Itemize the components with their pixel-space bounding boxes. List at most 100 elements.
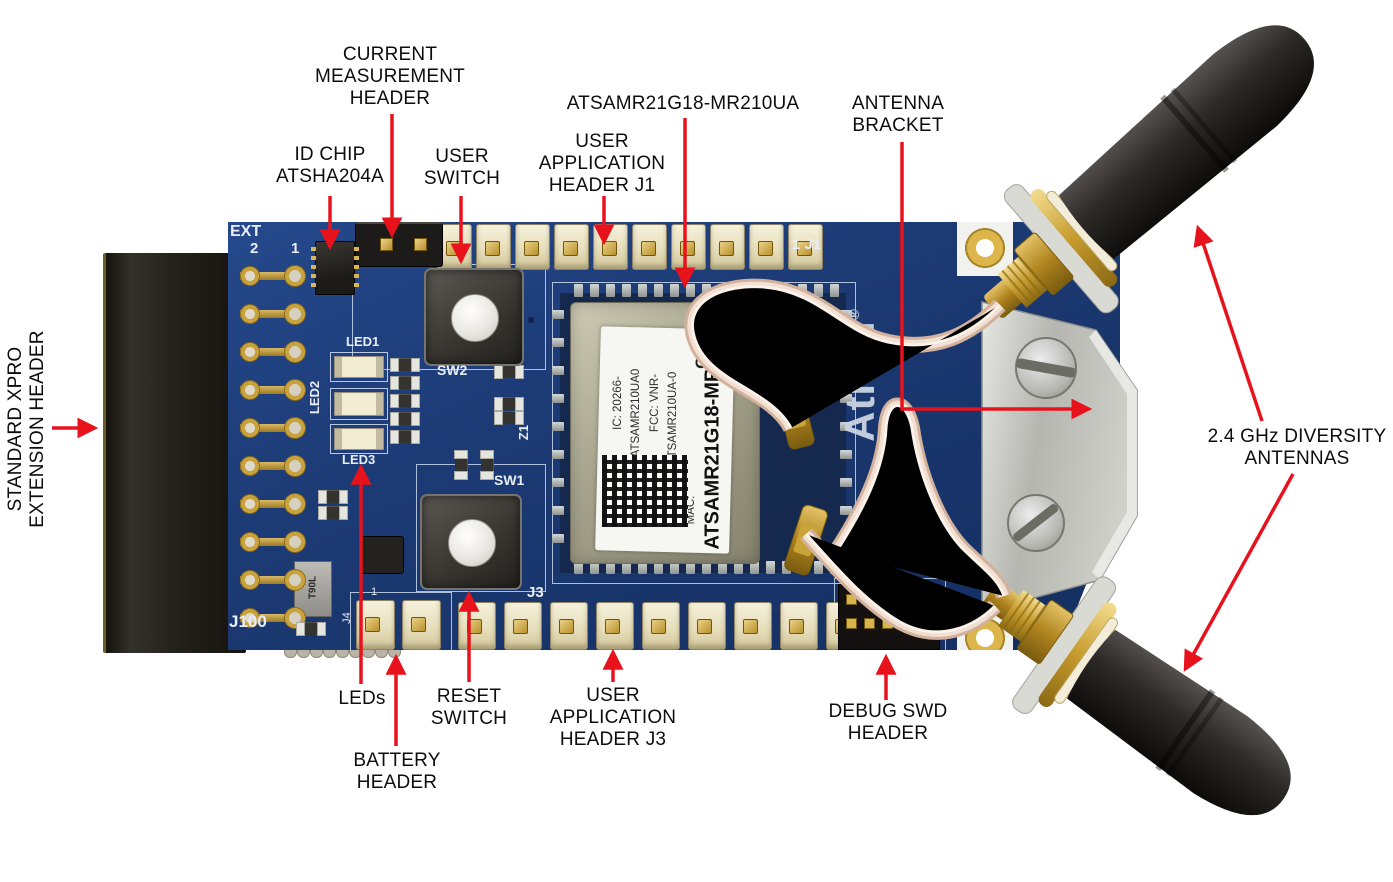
silkscreen-j1: 1 J1	[792, 236, 822, 253]
xpro-pad	[284, 569, 306, 591]
smd-component	[390, 412, 420, 426]
xpro-pad	[284, 493, 306, 515]
header-pin	[788, 224, 823, 270]
module-pad	[840, 506, 852, 515]
solder-bump	[284, 648, 297, 658]
led1	[330, 352, 388, 382]
antenna-bracket-plate	[981, 301, 1138, 613]
xpro-pad	[284, 455, 306, 477]
smd-component	[318, 490, 348, 504]
module-outline	[552, 282, 856, 584]
module-pad	[814, 561, 823, 574]
smd-component	[494, 411, 524, 425]
smd-component	[318, 506, 348, 520]
smd-body	[305, 622, 317, 635]
module-pad	[622, 561, 631, 574]
xpro-pad	[240, 380, 260, 400]
header-pin-contact	[651, 619, 666, 634]
smd-pad	[494, 397, 503, 411]
header-pin	[780, 602, 818, 650]
silkscreen-j100: J100	[229, 612, 267, 631]
header-pin	[710, 224, 745, 270]
xpro-pad	[240, 494, 260, 514]
module-pad	[590, 561, 599, 574]
callout-antenna-bracket: ANTENNA BRACKET	[851, 93, 945, 136]
header-pin-contact	[559, 619, 574, 634]
xpro-pad	[240, 456, 260, 476]
header-pin-contact	[513, 619, 528, 634]
xpro-pad	[240, 418, 260, 438]
silkscreen-j4-pin1: 1	[371, 586, 378, 598]
header-pin-contact	[789, 619, 804, 634]
xpro-pad	[240, 304, 260, 324]
silkscreen-sw2: SW2	[437, 362, 468, 378]
datamatrix-barcode	[602, 455, 688, 527]
antenna-top	[1058, 25, 1314, 259]
callout-id-chip: ID CHIP ATSHA204A	[275, 144, 385, 187]
via	[528, 317, 534, 323]
jumper-pin	[380, 238, 393, 251]
swd-pad	[864, 618, 875, 629]
xpro-pad	[284, 417, 306, 439]
smd-component	[390, 430, 420, 444]
module-pad	[670, 284, 679, 297]
smd-component	[494, 365, 524, 379]
solder-bump	[297, 648, 310, 658]
smd-pad	[390, 376, 399, 390]
header-pin	[550, 602, 588, 650]
header-pin	[554, 224, 589, 270]
xpro-pad	[284, 303, 306, 325]
callout-current-measurement-header: CURRENT MEASUREMENT HEADER	[315, 44, 465, 109]
xpro-trace	[240, 614, 302, 622]
led3	[330, 424, 388, 454]
smd-pad	[390, 394, 399, 408]
module-pad	[734, 561, 743, 574]
xpro-trace	[240, 272, 302, 280]
solder-bump	[323, 648, 336, 658]
smd-body	[327, 490, 339, 503]
xpro-trace	[240, 348, 302, 356]
smd-component	[494, 397, 524, 411]
module-pad	[686, 561, 695, 574]
module-pad	[840, 478, 852, 487]
callout-part-number: ATSAMR21G18-MR210UA	[566, 93, 800, 114]
module-pad	[622, 284, 631, 297]
xpro-trace	[240, 462, 302, 470]
battery-header	[356, 600, 441, 650]
module-pad	[590, 284, 599, 297]
solder-bump	[310, 648, 323, 658]
smd-pad	[411, 412, 420, 426]
callout-leds: LEDs	[338, 688, 386, 709]
module-pad	[840, 394, 852, 403]
xpro-extension-connector	[103, 253, 246, 653]
module-pad	[830, 284, 839, 297]
header-pin-contact	[563, 241, 578, 256]
user-application-header-j1	[437, 224, 823, 270]
led2	[330, 388, 388, 420]
battery-pin	[402, 600, 441, 650]
callout-diversity-antennas: 2.4 GHz DIVERSITY ANTENNAS	[1207, 426, 1387, 469]
smd-body	[327, 506, 339, 519]
xpro-pad	[284, 531, 306, 553]
smd-pad	[339, 506, 348, 520]
smd-pad	[317, 622, 326, 636]
header-pin-contact	[743, 619, 758, 634]
module-pad	[840, 450, 852, 459]
silkscreen-j3: J3	[527, 584, 544, 601]
header-pin-contact	[605, 619, 620, 634]
smd-pad	[411, 376, 420, 390]
module-pad	[686, 284, 695, 297]
smd-pad	[390, 412, 399, 426]
callout-battery-header: BATTERY HEADER	[353, 750, 441, 793]
header-pin	[504, 602, 542, 650]
xpro-pad	[284, 341, 306, 363]
callout-user-application-header-j1: USER APPLICATION HEADER J1	[538, 131, 666, 196]
smd-pad	[411, 358, 420, 372]
xpro-pad	[240, 342, 260, 362]
header-pin	[671, 224, 706, 270]
header-pin-contact	[411, 617, 426, 632]
smd-pad	[296, 622, 305, 636]
xpro-pad	[240, 266, 260, 286]
header-pin-contact	[524, 241, 539, 256]
